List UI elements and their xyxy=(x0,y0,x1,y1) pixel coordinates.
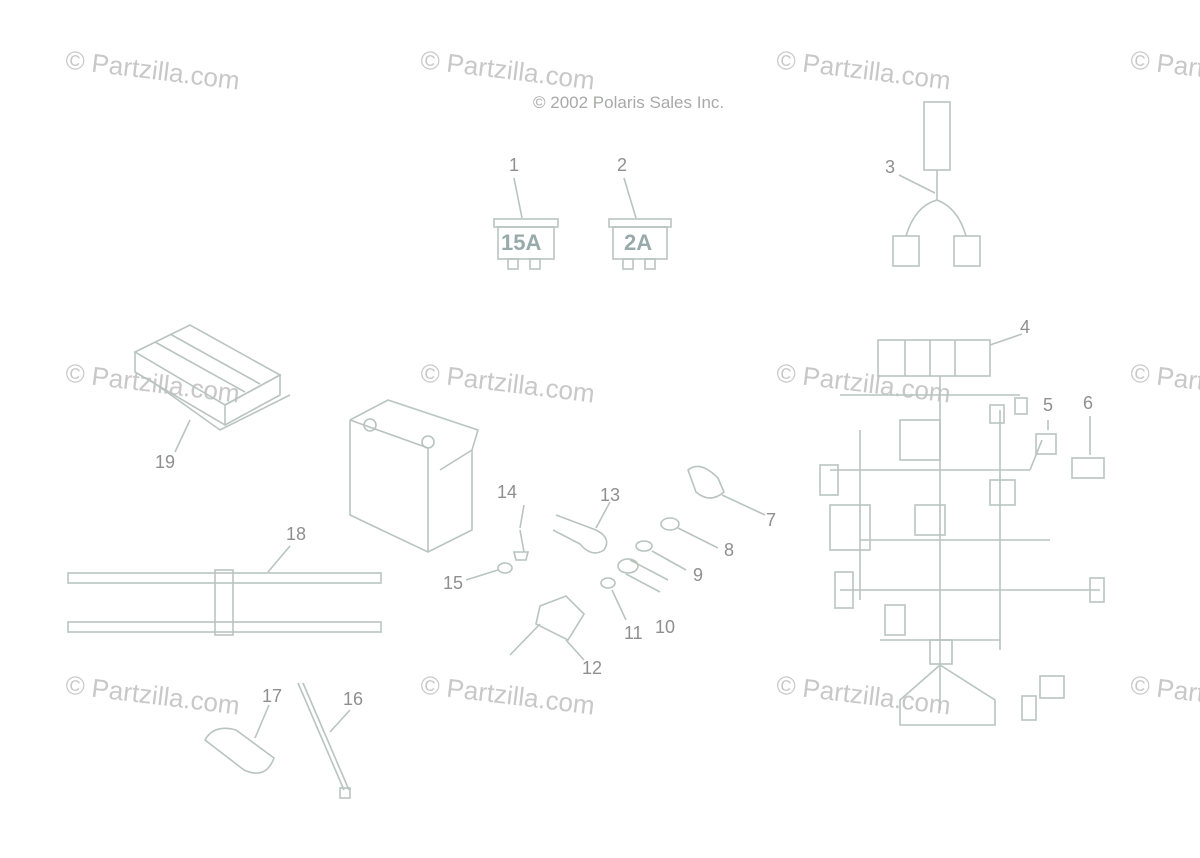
sleeve-part[interactable] xyxy=(203,704,275,774)
callout-1[interactable]: 1 xyxy=(509,155,520,175)
callout-6[interactable]: 6 xyxy=(1083,393,1094,413)
callout-11[interactable]: 11 xyxy=(624,623,643,643)
wiring-harness-part[interactable] xyxy=(819,333,1105,726)
callout-16[interactable]: 16 xyxy=(343,689,364,709)
fuse-15a-part[interactable] xyxy=(493,177,559,270)
module-box-part[interactable] xyxy=(133,324,291,453)
callout-17[interactable]: 17 xyxy=(262,686,283,706)
callout-2[interactable]: 2 xyxy=(617,155,628,175)
callout-9[interactable]: 9 xyxy=(693,565,704,585)
callout-8[interactable]: 8 xyxy=(724,540,735,560)
callout-19[interactable]: 19 xyxy=(155,452,176,472)
cable-tie-part[interactable] xyxy=(297,682,351,799)
battery-terminal-parts[interactable] xyxy=(465,465,766,661)
copyright-text: © 2002 Polaris Sales Inc. xyxy=(533,93,725,112)
callout-12[interactable]: 12 xyxy=(582,658,603,678)
fuse-2a-part[interactable] xyxy=(608,177,672,270)
callout-10[interactable]: 10 xyxy=(655,617,676,637)
callout-15[interactable]: 15 xyxy=(443,573,464,593)
callout-4[interactable]: 4 xyxy=(1020,317,1031,337)
callout-5[interactable]: 5 xyxy=(1043,395,1054,415)
callout-7[interactable]: 7 xyxy=(766,510,777,530)
relay-connector-part[interactable] xyxy=(1071,416,1105,479)
battery-part[interactable] xyxy=(349,399,479,553)
fuse-15a-label: 15A xyxy=(501,230,542,255)
callout-3[interactable]: 3 xyxy=(885,157,896,177)
fuse-2a-label: 2A xyxy=(624,230,653,255)
callout-18[interactable]: 18 xyxy=(286,524,307,544)
callout-13[interactable]: 13 xyxy=(600,485,621,505)
strap-part[interactable] xyxy=(67,545,382,636)
callout-14[interactable]: 14 xyxy=(497,482,518,502)
connector-harness-part[interactable] xyxy=(892,101,981,267)
